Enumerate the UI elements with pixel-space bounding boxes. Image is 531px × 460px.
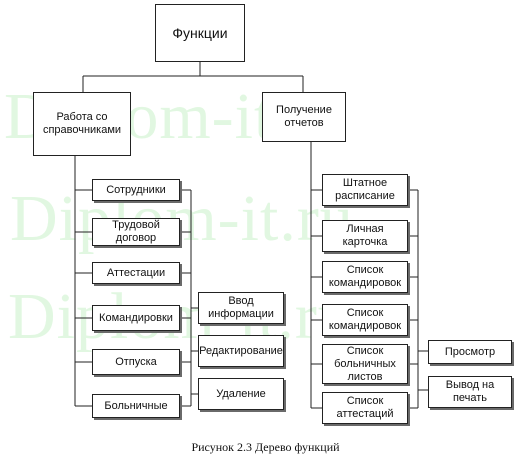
branch-label-left: Работа со справочниками — [42, 111, 122, 136]
right-item-node: Список командировок — [322, 304, 408, 336]
root-label: Функции — [172, 24, 228, 41]
branch-node-left: Работа со справочниками — [33, 92, 131, 156]
left-op-label: Редактирование — [199, 344, 283, 357]
right-item-node: Личная карточка — [322, 220, 408, 252]
left-item-label: Трудовой договор — [112, 219, 160, 244]
left-op-label: Удаление — [216, 387, 266, 400]
right-item-label: Штатное расписание — [335, 177, 395, 202]
right-op-label: Просмотр — [444, 345, 496, 358]
left-item-node: Отпуска — [92, 349, 180, 375]
right-item-label: Список командировок — [328, 264, 402, 289]
right-op-node: Вывод на печать — [428, 376, 512, 408]
left-item-label: Отпуска — [115, 355, 157, 368]
left-op-node: Ввод информации — [198, 292, 284, 324]
right-item-node: Список командировок — [322, 261, 408, 293]
right-op-label: Вывод на печать — [445, 379, 495, 404]
right-op-node: Просмотр — [428, 340, 512, 364]
left-op-node: Редактирование — [198, 335, 284, 367]
right-item-node: Штатное расписание — [322, 174, 408, 206]
branch-label-right: Получение отчетов — [276, 104, 332, 129]
left-op-label: Ввод информации — [208, 295, 274, 320]
right-item-label: Список аттестаций — [336, 395, 394, 420]
left-item-node: Командировки — [92, 305, 180, 331]
left-item-node: Больничные — [92, 394, 180, 418]
left-item-node: Трудовой договор — [92, 218, 180, 246]
left-item-node: Сотрудники — [92, 179, 180, 201]
left-item-label: Командировки — [99, 311, 173, 324]
left-item-label: Сотрудники — [106, 183, 166, 196]
right-item-label: Список командировок — [328, 307, 402, 332]
root-node: Функции — [155, 4, 245, 62]
right-item-node: Список больничных листов — [322, 344, 408, 384]
right-item-label: Список больничных листов — [334, 344, 396, 383]
figure-caption: Рисунок 2.3 Дерево функций — [191, 440, 340, 454]
left-op-node: Удаление — [198, 378, 284, 410]
right-item-node: Список аттестаций — [322, 392, 408, 424]
left-item-label: Аттестации — [106, 266, 166, 279]
branch-node-right: Получение отчетов — [262, 92, 346, 142]
left-item-node: Аттестации — [92, 262, 180, 284]
right-item-label: Личная карточка — [342, 223, 388, 248]
left-item-label: Больничные — [104, 399, 168, 412]
